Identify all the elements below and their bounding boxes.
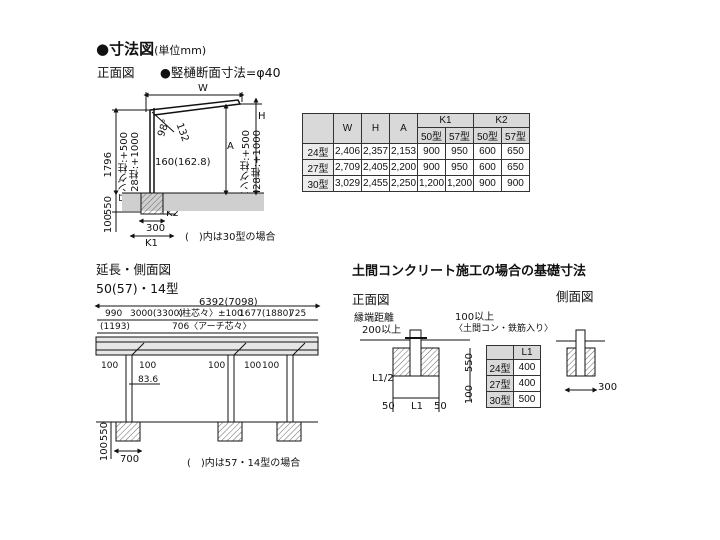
dim-83: 83.6 xyxy=(138,375,159,385)
table-row: 30型 500 xyxy=(486,391,541,408)
dim-50-b: 50 xyxy=(434,401,447,412)
side-foundation-1 xyxy=(115,421,141,442)
side-view-drawing xyxy=(94,303,321,459)
side-foundation-2 xyxy=(217,421,243,442)
dim-300: 300 xyxy=(146,223,166,234)
table-row: 24型 2,406 2,357 2,153 900 950 600 650 xyxy=(302,143,530,160)
edge-distance-label: 縁端距離 xyxy=(354,313,394,324)
row-label: 30型 xyxy=(302,175,334,192)
dim-100-b: 100 xyxy=(139,361,157,371)
concrete-dim-300: 300 xyxy=(598,382,618,393)
dim-1193: (1193) xyxy=(100,322,130,332)
dim-990: 990 xyxy=(105,309,123,319)
concrete-side-drawing xyxy=(556,329,605,393)
dim-100-a: 100 xyxy=(101,361,119,371)
cell-l1: 500 xyxy=(513,391,541,408)
dim-w: W xyxy=(198,83,208,94)
side-posts xyxy=(125,354,294,423)
row-label: 30型 xyxy=(486,391,514,408)
l1-table-head: L1 xyxy=(513,345,541,360)
side-post-3 xyxy=(286,354,294,423)
dim-h: H xyxy=(258,111,266,122)
dim-k1: K1 xyxy=(145,238,158,249)
roof xyxy=(149,99,242,116)
dim-a: A xyxy=(227,141,234,152)
side-view-model: 50(57)・14型 xyxy=(96,281,179,296)
dim-total-length: 6392(7098) xyxy=(199,297,258,308)
dim-3000: 3000(3300) xyxy=(130,309,183,319)
concrete-front-drawing xyxy=(360,329,471,412)
concrete-title: 土間コンクリート施工の場合の基礎寸法 xyxy=(352,264,587,279)
side-note: ( )内は57・14型の場合 xyxy=(187,458,301,469)
side-view-title: 延長・側面図 xyxy=(96,262,172,277)
arm xyxy=(151,111,175,133)
dim-1677: 1677(1880) xyxy=(239,309,292,319)
dim-725: 725 xyxy=(289,309,307,319)
concrete-front-label: 正面図 xyxy=(352,292,390,307)
dim-100-c: 100 xyxy=(208,361,226,371)
front-view-drawing xyxy=(112,92,264,239)
concrete-post xyxy=(409,329,422,377)
side-roof xyxy=(95,336,319,356)
dim-l1-half: L1/2 xyxy=(372,373,394,384)
dim-160: 160(162.8) xyxy=(155,157,211,168)
min-100-label: 100以上 xyxy=(455,312,495,323)
table-row: 30型 3,029 2,455 2,250 1,200 1,200 900 90… xyxy=(302,175,530,192)
spec-head-w: W xyxy=(333,113,362,144)
page-title: ●寸法図(単位mm) xyxy=(96,40,207,58)
pillar-note: ●竪樋断面寸法=φ40 xyxy=(160,65,281,80)
unit-label: (単位mm) xyxy=(154,44,207,57)
dim-100-e: 100 xyxy=(262,361,280,371)
dim-l1: L1 xyxy=(411,401,423,412)
spec-sub-k1-57: 57型 xyxy=(445,127,474,144)
row-label: 24型 xyxy=(302,143,334,160)
spec-table: W H A K1 K2 50型 57型 50型 57型 24型 2,406 2,… xyxy=(302,113,530,192)
spec-head-h: H xyxy=(361,113,390,144)
cell-k2-57: 900 xyxy=(501,175,530,192)
edge-distance-value: 200以上 xyxy=(362,325,402,336)
side-foundation-3 xyxy=(276,421,302,442)
spec-sub-k2-57: 57型 xyxy=(501,127,530,144)
l1-table: L1 24型 400 27型 400 30型 500 xyxy=(486,345,541,408)
dim-700: 700 xyxy=(120,454,140,465)
concrete-side-label: 側面図 xyxy=(556,289,594,304)
dim-pitch: 〈柱芯々〉±100 xyxy=(173,309,243,319)
rebar-label: 〈土間コン・鉄筋入り〉 xyxy=(454,324,554,334)
dim-arch: 706〈アーチ芯々〉 xyxy=(172,322,252,332)
side-post-2 xyxy=(227,354,235,423)
front-note: ( )内は30型の場合 xyxy=(185,232,276,243)
spec-head-a: A xyxy=(389,113,418,144)
spec-sub-k2-50: 50型 xyxy=(473,127,502,144)
dim-100-d: 100 xyxy=(244,361,262,371)
cell-a: 2,250 xyxy=(389,175,418,192)
dim-50-a: 50 xyxy=(382,401,395,412)
side-post-1 xyxy=(125,354,133,423)
front-view-label: 正面図 xyxy=(97,65,135,80)
foundation xyxy=(140,192,164,215)
concrete-side-post xyxy=(575,329,586,377)
